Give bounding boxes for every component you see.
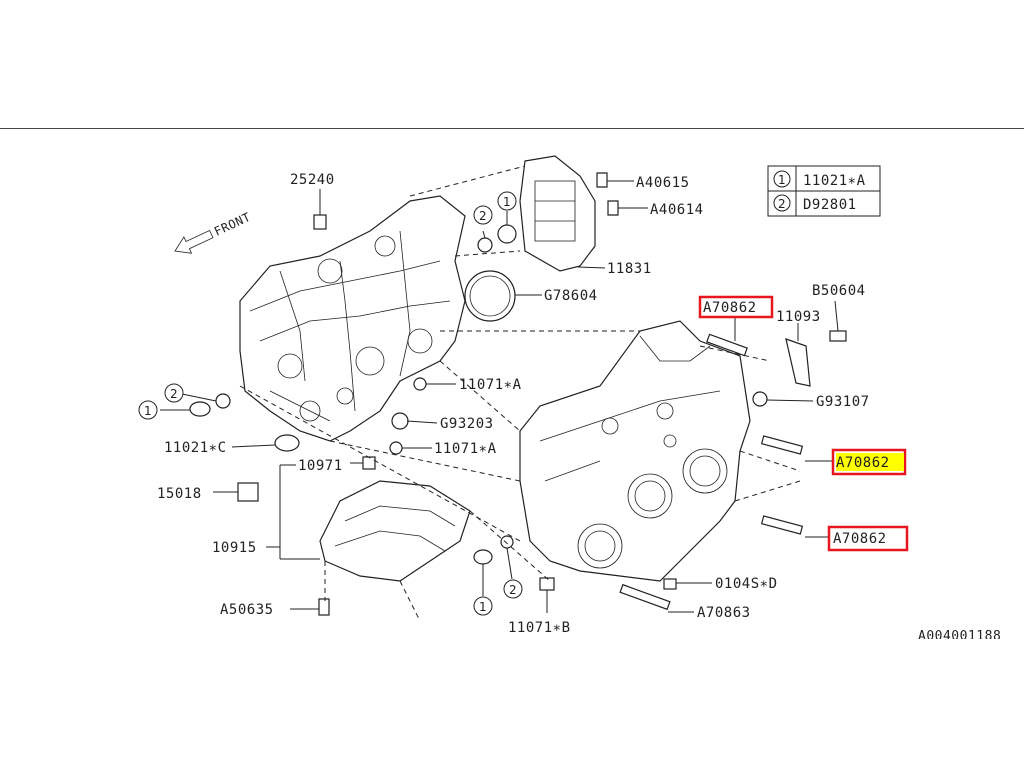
baffle-plate: [319, 480, 471, 582]
small-parts: [189, 172, 847, 616]
callout-11071B: 11071∗B: [508, 620, 571, 636]
callout-0104SD: 0104S∗D: [715, 576, 778, 592]
callout-B50604: B50604: [812, 283, 866, 299]
legend-marker-1-num: 1: [778, 173, 786, 187]
callout-11021C: 11021∗C: [164, 440, 227, 456]
callout-25240: 25240: [290, 172, 335, 188]
callout-11093: 11093: [776, 309, 821, 325]
callout-A70862-mid: A70862: [836, 455, 890, 471]
diagram-id: A004001188: [918, 629, 1001, 639]
callout-labels: 25240 A40615 A40614 11831 G78604 A70862 …: [157, 172, 1001, 639]
legend-marker-2-num: 2: [778, 197, 786, 211]
callout-A40615: A40615: [636, 175, 690, 191]
highlight-fill-A70862-mid: [836, 453, 904, 471]
front-label: FRONT: [212, 210, 253, 239]
legend-table: 1 11021∗A 2 D92801: [767, 165, 881, 217]
callout-10915: 10915: [212, 540, 257, 556]
diagram-frame: 1 11021∗A 2 D92801 FRONT: [0, 128, 1024, 639]
callout-G93107: G93107: [816, 394, 870, 410]
callout-G93203: G93203: [440, 416, 494, 432]
marker-1-bottom: 1: [479, 600, 487, 614]
front-arrow: FRONT: [174, 210, 253, 254]
callout-A70863: A70863: [697, 605, 751, 621]
callout-A40614: A40614: [650, 202, 704, 218]
left-block-half: [239, 195, 466, 442]
assembly-lines: [239, 165, 801, 622]
callout-A50635: A50635: [220, 602, 274, 618]
marker-2-bottom: 2: [509, 583, 517, 597]
circle-markers: 1 2 2 1 2 1: [138, 191, 523, 616]
callout-A70862-low: A70862: [833, 531, 887, 547]
highlight-box-A70862-mid: [831, 448, 907, 476]
legend-part-2: D92801: [803, 197, 857, 213]
callout-11071A-1: 11071∗A: [459, 377, 522, 393]
legend-marker-2: [773, 194, 791, 212]
callout-10971: 10971: [298, 458, 343, 474]
right-block-half: [519, 320, 751, 582]
highlight-box-A70862-top: [698, 295, 774, 319]
rear-plate: [519, 155, 596, 272]
legend-marker-1: [773, 170, 791, 188]
callout-G78604: G78604: [544, 288, 598, 304]
marker-2-top: 2: [479, 209, 487, 223]
engine-block-diagram: 1 11021∗A 2 D92801 FRONT: [138, 155, 1001, 639]
callout-11071A-2: 11071∗A: [434, 441, 497, 457]
callout-15018: 15018: [157, 486, 202, 502]
marker-2-left: 2: [170, 387, 178, 401]
leader-lines: [160, 180, 839, 613]
oil-seal: [464, 270, 516, 322]
highlight-box-A70862-low: [827, 525, 909, 552]
callout-11831: 11831: [607, 261, 652, 277]
marker-1-top: 1: [503, 195, 511, 209]
marker-1-left: 1: [144, 404, 152, 418]
legend-part-1: 11021∗A: [803, 173, 866, 189]
callout-A70862-top: A70862: [703, 300, 757, 316]
sensor-25240: [313, 214, 327, 230]
